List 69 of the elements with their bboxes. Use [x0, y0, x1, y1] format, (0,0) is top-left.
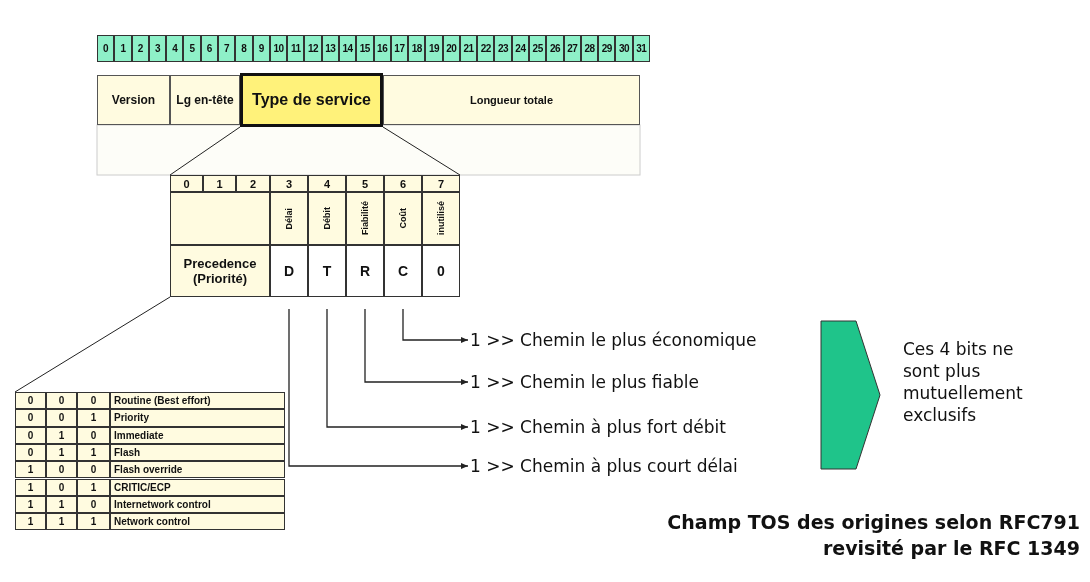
precedence-bits: 0 — [46, 392, 77, 410]
precedence-bits: 0 — [46, 409, 77, 427]
precedence-bits: 0 — [46, 478, 77, 496]
caption: Champ TOS des origines selon RFC791 revisité par le RFC 1349 — [666, 510, 1080, 561]
bit-number: 2 — [236, 175, 270, 192]
precedence-bits: 1 — [77, 478, 110, 496]
bit-number: 23 — [494, 35, 512, 62]
bit-number: 5 — [183, 35, 201, 62]
bit-number: 3 — [270, 175, 308, 192]
bit-number: 29 — [598, 35, 616, 62]
bit-number: 4 — [308, 175, 346, 192]
precedence-bits: 1 — [15, 478, 46, 496]
bit-number: 26 — [546, 35, 564, 62]
bit-number: 7 — [422, 175, 460, 192]
bit-number: 12 — [304, 35, 322, 62]
precedence-name: Flash override — [110, 461, 285, 479]
field-name: Délai — [284, 207, 294, 230]
field-name: Fiabilité — [360, 201, 370, 236]
precedence-name: Network control — [110, 513, 285, 531]
arrow — [326, 308, 469, 430]
bit-number: 15 — [356, 35, 374, 62]
precedence-bits: 1 — [77, 409, 110, 427]
precedence-bits: 1 — [46, 513, 77, 531]
flag-description: 1 >> Chemin à plus fort débit — [470, 415, 830, 439]
precedence-bits: 0 — [15, 409, 46, 427]
flag-bit: T — [308, 245, 346, 297]
bit-number: 8 — [235, 35, 253, 62]
bit-number: 0 — [170, 175, 203, 192]
precedence-bits: 0 — [46, 461, 77, 479]
bit-number: 30 — [615, 35, 633, 62]
arrow — [288, 308, 469, 469]
arrow — [364, 308, 469, 385]
precedence-bits: 1 — [15, 513, 46, 531]
bit-number: 0 — [97, 35, 115, 62]
bit-number: 6 — [384, 175, 422, 192]
bit-number: 19 — [425, 35, 443, 62]
precedence-field: Precedence (Priorité) — [170, 245, 270, 297]
note-text: Ces 4 bits ne sont plus mutuellement exclusifs — [903, 338, 1024, 427]
precedence-bits: 1 — [15, 461, 46, 479]
flag-description: 1 >> Chemin le plus fiable — [470, 370, 830, 394]
precedence-bits: 0 — [77, 392, 110, 410]
bit-number: 25 — [529, 35, 547, 62]
header-field-highlighted: Type de service — [240, 73, 383, 127]
flag-description: 1 >> Chemin à plus court délai — [470, 454, 830, 478]
precedence-name: Priority — [110, 409, 285, 427]
precedence-bits: 1 — [77, 513, 110, 531]
flag-description: 1 >> Chemin le plus économique — [470, 328, 830, 352]
flag-bit: C — [384, 245, 422, 297]
bit-number: 22 — [477, 35, 495, 62]
precedence-bits: 0 — [15, 392, 46, 410]
precedence-bits: 0 — [77, 461, 110, 479]
field-name: inutilisé — [436, 201, 446, 236]
unused-bit: 0 — [422, 245, 460, 297]
field-name: Débit — [322, 207, 332, 230]
bit-number: 11 — [287, 35, 305, 62]
header-field: Version — [97, 75, 170, 125]
arrow — [402, 308, 469, 343]
bit-number: 1 — [114, 35, 132, 62]
flag-bit: D — [270, 245, 308, 297]
bit-number: 18 — [408, 35, 426, 62]
header-field: Longueur totale — [383, 75, 640, 125]
field-name: Coût — [398, 208, 408, 229]
bit-number: 1 — [203, 175, 236, 192]
header-field: Lg en-tête — [170, 75, 240, 125]
bit-number: 5 — [346, 175, 384, 192]
precedence-name: Routine (Best effort) — [110, 392, 285, 410]
flag-bit: R — [346, 245, 384, 297]
bit-number: 4 — [166, 35, 184, 62]
precedence-name: CRITIC/ECP — [110, 478, 285, 496]
